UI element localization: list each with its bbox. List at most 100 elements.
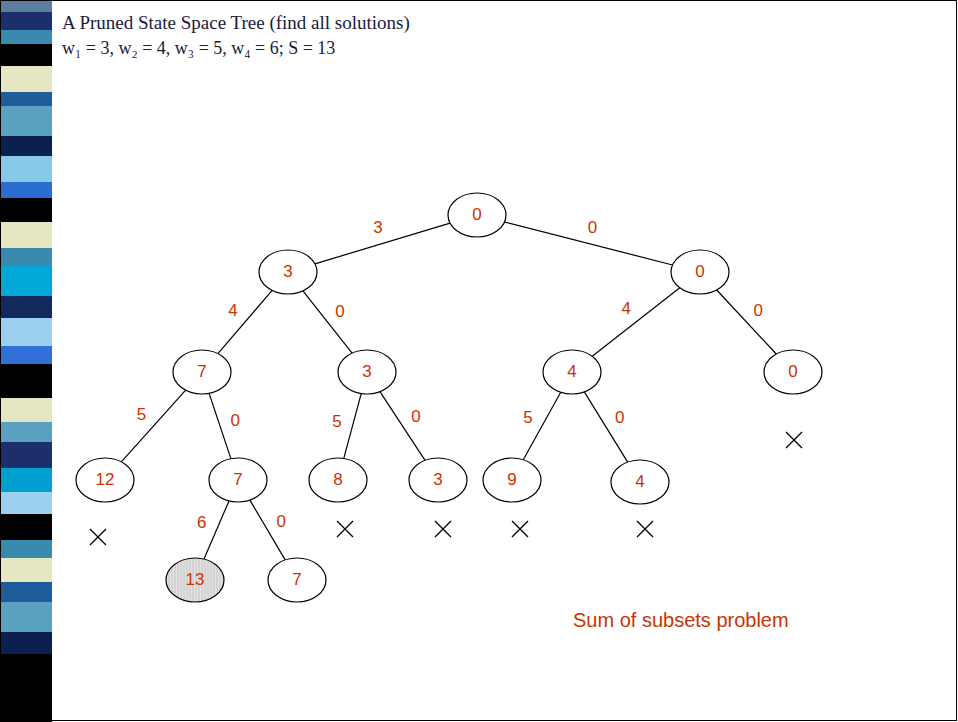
tree-branch [584,392,627,462]
stripe-band [0,422,52,442]
tree-node: 12 [75,457,135,503]
node-value: 7 [233,471,242,490]
stripe-band [0,468,52,492]
stripe-band [0,106,52,136]
stripe-band [0,12,52,30]
stripe-band [0,222,52,248]
branch-weight: 0 [586,219,599,238]
branch-weight: 5 [521,409,534,428]
node-value: 0 [788,363,797,382]
prune-cross [512,521,528,537]
prune-cross [337,521,353,537]
stripe-band [0,492,52,514]
prune-cross [786,432,802,448]
tree-branch [717,290,777,354]
node-outline [764,350,822,394]
stripe-band [0,296,52,318]
stripe-band [0,266,52,296]
node-outline [209,458,267,502]
node-value: 7 [197,363,206,382]
branch-weight: 4 [619,300,632,319]
tree-branch [218,290,272,353]
branch-weight: 0 [275,513,288,532]
prune-cross [90,529,106,545]
tree-node: 3 [258,249,318,295]
node-value: 7 [292,571,301,590]
branch-weight: 0 [333,303,346,322]
node-outline [409,458,467,502]
tree-branch [344,394,361,459]
tree-node: 13 [165,557,225,603]
pruned-marks [90,432,802,545]
stripe-band [0,602,52,632]
node-outline [259,250,317,294]
stripe-band [0,92,52,106]
tree-node: 3 [337,349,397,395]
branch-weight: 6 [195,514,208,533]
branch-weight: 4 [226,302,239,321]
tree-branch [303,291,352,353]
node-value: 13 [186,571,205,590]
tree-branch [121,390,185,462]
node-value: 3 [362,363,371,382]
node-outline [543,350,601,394]
node-outline [671,250,729,294]
node-outline [483,458,541,502]
stripe-band [0,44,52,66]
node-outline [448,193,506,237]
node-value: 0 [472,206,481,225]
prune-cross [435,521,451,537]
branch-weight: 5 [330,413,343,432]
branch-weight: 5 [135,406,148,425]
stripe-band [0,318,52,346]
tree-node: 0 [763,349,823,395]
stripe-band [0,136,52,156]
tree-node: 7 [267,557,327,603]
node-outline [166,558,224,602]
node-value: 4 [567,363,576,382]
node-outline [611,460,669,504]
node-value: 4 [635,473,644,492]
stripe-band [0,66,52,92]
tree-node: 7 [208,457,268,503]
branch-weight: 0 [751,302,764,321]
node-outline [76,458,134,502]
tree-node: 8 [308,457,368,503]
node-value: 12 [96,471,115,490]
tree-node: 3 [408,457,468,503]
tree-branch [592,288,680,356]
weights-line: w₁ = 3, w₂ = 4, w₃ = 5, w₄ = 6; S = 13 [62,38,335,59]
tree-branch [380,392,425,461]
stripe-band [0,514,52,540]
tree-node: 9 [482,457,542,503]
stripe-band [0,0,52,12]
stripe-band [0,398,52,422]
branch-weight: 0 [228,412,241,431]
node-outline [309,458,367,502]
branch-weight: 3 [371,219,384,238]
stripe-band [0,346,52,364]
stripe-band [0,540,52,558]
stripe-band [0,558,52,582]
slide-title: A Pruned State Space Tree (find all solu… [62,12,410,34]
node-outline [173,350,231,394]
node-value: 9 [507,471,516,490]
stripe-band [0,248,52,266]
stripe-band [0,582,52,602]
tree-node: 0 [447,192,507,238]
tree-node: 4 [610,459,670,505]
node-value: 3 [433,471,442,490]
branch-weight: 0 [613,409,626,428]
decorative-stripe [0,0,52,722]
node-outline [338,350,396,394]
stripe-band [0,654,52,722]
stripe-band [0,156,52,182]
tree-node: 4 [542,349,602,395]
stripe-band [0,364,52,398]
caption-note: Sum of subsets problem [573,609,789,632]
stripe-band [0,182,52,198]
tree-node: 0 [670,249,730,295]
node-value: 0 [695,263,704,282]
